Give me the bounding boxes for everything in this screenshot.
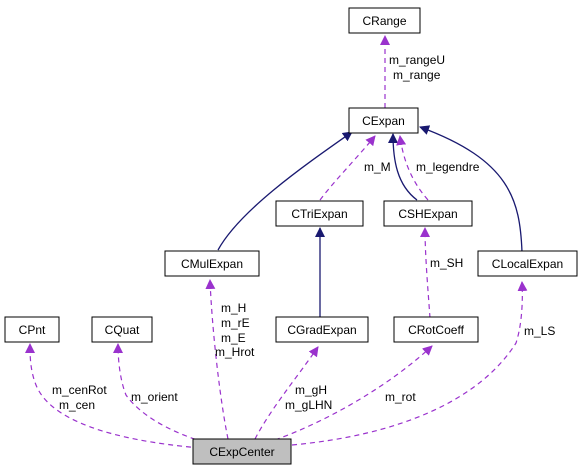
edge-cexpcenter-cgradexpan	[254, 346, 319, 440]
edge-cshexpan-cexpan-legendre	[396, 135, 429, 201]
class-node-clocalexpan-label: CLocalExpan	[492, 257, 563, 271]
edge-label-range-u: m_rangeU	[389, 53, 445, 67]
class-node-cgradexpan[interactable]: CGradExpan	[275, 316, 369, 343]
class-node-crotcoeff-label: CRotCoeff	[408, 323, 464, 337]
edge-cexpcenter-cmulexpan	[205, 279, 229, 440]
class-node-cexpcenter-label: CExpCenter	[209, 445, 274, 459]
class-node-cmulexpan[interactable]: CMulExpan	[164, 250, 260, 277]
class-node-cquat[interactable]: CQuat	[91, 316, 153, 343]
edge-crotcoeff-cshexpan	[420, 227, 431, 319]
edge-label-hrot: m_Hrot	[215, 345, 255, 359]
class-node-cpnt-label: CPnt	[19, 323, 46, 337]
class-node-cexpcenter[interactable]: CExpCenter	[192, 438, 292, 465]
edge-label-glhn: m_gLHN	[285, 398, 332, 412]
class-node-cshexpan-label: CSHExpan	[398, 207, 457, 221]
edge-label-range: m_range	[393, 68, 441, 82]
edge-cshexpan-cexpan	[388, 133, 418, 201]
class-node-cmulexpan-label: CMulExpan	[181, 257, 243, 271]
class-node-cquat-label: CQuat	[105, 323, 140, 337]
edge-cexpcenter-cpnt	[25, 343, 201, 449]
class-node-clocalexpan[interactable]: CLocalExpan	[477, 250, 578, 277]
edge-label-sh: m_SH	[430, 256, 463, 270]
edge-label-orient: m_orient	[131, 390, 178, 404]
edge-cexpcenter-cquat	[113, 343, 205, 443]
class-node-cpnt[interactable]: CPnt	[4, 316, 60, 343]
class-node-cgradexpan-label: CGradExpan	[287, 323, 356, 337]
class-node-cshexpan[interactable]: CSHExpan	[383, 200, 473, 227]
edge-clocalexpan-cexpan	[419, 125, 523, 253]
class-node-cexpan[interactable]: CExpan	[348, 107, 419, 134]
edge-label-gh: m_gH	[295, 383, 327, 397]
class-node-ctriexpan-label: CTriExpan	[291, 207, 347, 221]
edge-cexpcenter-crotcoeff	[274, 345, 433, 441]
edge-label-legendre: m_legendre	[416, 160, 480, 174]
class-node-crotcoeff[interactable]: CRotCoeff	[393, 316, 479, 343]
edge-label-h: m_H	[221, 301, 246, 315]
edge-label-m-m: m_M	[364, 160, 391, 174]
class-node-crange[interactable]: CRange	[348, 7, 421, 34]
edge-label-cenrot: m_cenRot	[52, 383, 107, 397]
edge-label-cen: m_cen	[59, 398, 95, 412]
edge-label-re: m_rE	[221, 316, 250, 330]
edge-cexpcenter-clocalexpan	[291, 281, 528, 446]
edge-cmulexpan-cexpan	[217, 131, 353, 251]
class-node-ctriexpan[interactable]: CTriExpan	[275, 200, 364, 227]
class-node-crange-label: CRange	[362, 14, 406, 28]
edge-ctriexpan-cexpan	[319, 135, 376, 201]
edge-label-rot: m_rot	[385, 390, 416, 404]
edge-label-ls: m_LS	[524, 324, 555, 338]
edge-label-e: m_E	[221, 331, 246, 345]
class-node-cexpan-label: CExpan	[362, 114, 405, 128]
